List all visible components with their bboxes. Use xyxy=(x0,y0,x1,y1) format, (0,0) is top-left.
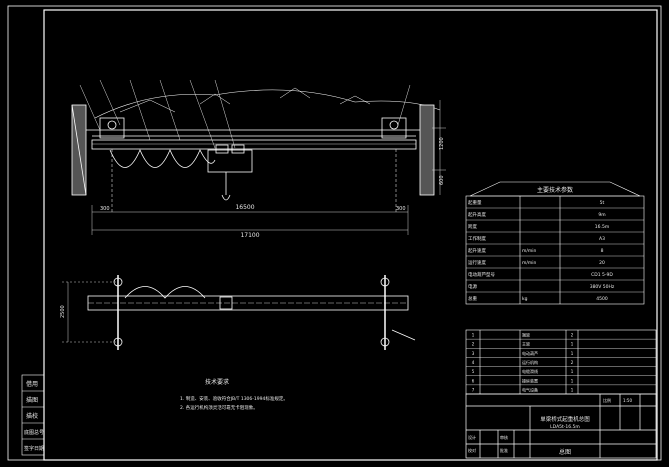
param-cell: 跨度 xyxy=(468,223,477,230)
param-rows: 起重量 5t 起升高度 9m 跨度 16.5m 工作制度 A3 起升速度 m/min 8 运行速度 m/… xyxy=(466,199,644,302)
dim-plan-width: 2500 xyxy=(60,305,66,318)
parts-list-table xyxy=(465,329,657,395)
plan-dimensions xyxy=(62,281,118,343)
parts-cell: 6 xyxy=(472,378,475,383)
dim-span: 16500 xyxy=(235,204,254,211)
title-block-subtitle: LDA5t-16.5m xyxy=(550,424,580,430)
parts-cell: 2 xyxy=(571,333,574,338)
notes-title: 技术要求 xyxy=(205,378,229,386)
param-cell: 起升高度 xyxy=(468,211,486,218)
front-elevation-view xyxy=(71,87,441,212)
dim-total: 17100 xyxy=(240,232,259,239)
parts-cell: 2 xyxy=(571,360,574,365)
right-end-carriage xyxy=(381,117,407,139)
strip-label-1: 描图 xyxy=(26,396,38,404)
parts-cell: 7 xyxy=(472,387,475,392)
left-binding-strip xyxy=(21,374,45,456)
dim-height-main: 1200 xyxy=(439,137,445,150)
parts-cell: 1 xyxy=(571,378,574,383)
parts-cell: 端梁 xyxy=(522,332,530,338)
param-cell: m/min xyxy=(522,248,537,254)
parts-cell: 主梁 xyxy=(522,341,530,347)
electric-hoist xyxy=(207,149,253,173)
param-cell: 工作制度 xyxy=(468,235,486,242)
parts-cell: 3 xyxy=(472,351,475,356)
part-leaders xyxy=(79,79,411,149)
parts-cell: 运行机构 xyxy=(522,359,538,365)
title-block xyxy=(465,393,657,459)
rev-label-0: 设计 xyxy=(468,434,476,440)
param-cell: 4500 xyxy=(596,296,608,302)
notes-line-1: 2. 各运行机构须灵活可靠无卡阻现象。 xyxy=(180,404,258,411)
parts-cell: 1 xyxy=(571,369,574,374)
notes-line-0: 1. 制造、安装、验收符合JB/T 1306-1994标准规定。 xyxy=(180,395,288,402)
dim-height-side: 600 xyxy=(439,175,445,185)
param-cell: 8 xyxy=(601,248,604,254)
parts-cell: 1 xyxy=(571,387,574,392)
param-cell: 9m xyxy=(598,212,605,218)
strip-label-0: 借用 xyxy=(26,380,38,388)
scale-value: 1:50 xyxy=(623,398,632,403)
parts-rows: 1 端梁 2 2 主梁 1 3 电动葫芦 1 4 运行机构 2 5 电缆滑线 1 6 操纵装置 1 7 电气设备 1 xyxy=(466,332,656,392)
strip-label-4: 签字日期 xyxy=(24,445,44,452)
param-cell: 运行速度 xyxy=(468,259,486,266)
parts-cell: 1 xyxy=(571,342,574,347)
dim-left-offset: 300 xyxy=(100,206,110,212)
parts-cell: 电缆滑线 xyxy=(522,368,538,374)
title-block-drawing-name: 总图 xyxy=(559,448,571,456)
rev-label-1: 校对 xyxy=(468,447,476,453)
rev-label-3: 批准 xyxy=(500,447,508,453)
parameter-table xyxy=(465,181,645,305)
rev-label-2: 审核 xyxy=(500,434,508,440)
param-cell: m/min xyxy=(522,260,537,266)
parts-cell: 电动葫芦 xyxy=(522,350,538,356)
parts-cell: 操纵装置 xyxy=(522,377,538,383)
param-cell: 电源 xyxy=(468,283,477,290)
param-cell: kg xyxy=(522,296,528,302)
param-cell: 20 xyxy=(599,260,605,266)
param-cell: 起升速度 xyxy=(468,247,486,254)
param-cell: 16.5m xyxy=(595,224,609,230)
param-cell: A3 xyxy=(599,236,605,242)
parts-cell: 电气设备 xyxy=(522,386,538,392)
outer-frame xyxy=(7,5,662,461)
plan-cable xyxy=(124,286,206,299)
front-dimensions xyxy=(91,100,446,235)
inner-frame xyxy=(43,9,658,461)
param-cell: 380V 50Hz xyxy=(590,284,615,290)
param-table-title: 主要技术参数 xyxy=(537,186,573,194)
flexible-cable xyxy=(109,148,216,168)
param-cell: CD1 5-9D xyxy=(591,272,613,278)
param-cell: 电动葫芦型号 xyxy=(468,271,495,278)
parts-cell: 1 xyxy=(472,333,475,338)
hook xyxy=(221,194,231,201)
title-block-title: 单梁桥式起重机总图 xyxy=(540,415,590,423)
main-girder xyxy=(91,139,417,150)
parts-cell: 2 xyxy=(472,342,475,347)
left-end-carriage xyxy=(99,117,125,139)
parts-cell: 4 xyxy=(472,360,475,365)
param-cell: 总重 xyxy=(468,295,477,302)
plan-view xyxy=(87,275,416,350)
right-column-wall xyxy=(419,104,435,196)
param-cell: 5t xyxy=(600,200,605,206)
scale-label: 比例 xyxy=(603,397,611,403)
param-cell: 起重量 xyxy=(468,199,482,206)
parts-cell: 1 xyxy=(571,351,574,356)
strip-label-3: 底图总号 xyxy=(24,429,44,436)
parts-cell: 5 xyxy=(472,369,475,374)
dim-right-offset: 300 xyxy=(396,206,406,212)
strip-label-2: 描校 xyxy=(26,412,38,420)
